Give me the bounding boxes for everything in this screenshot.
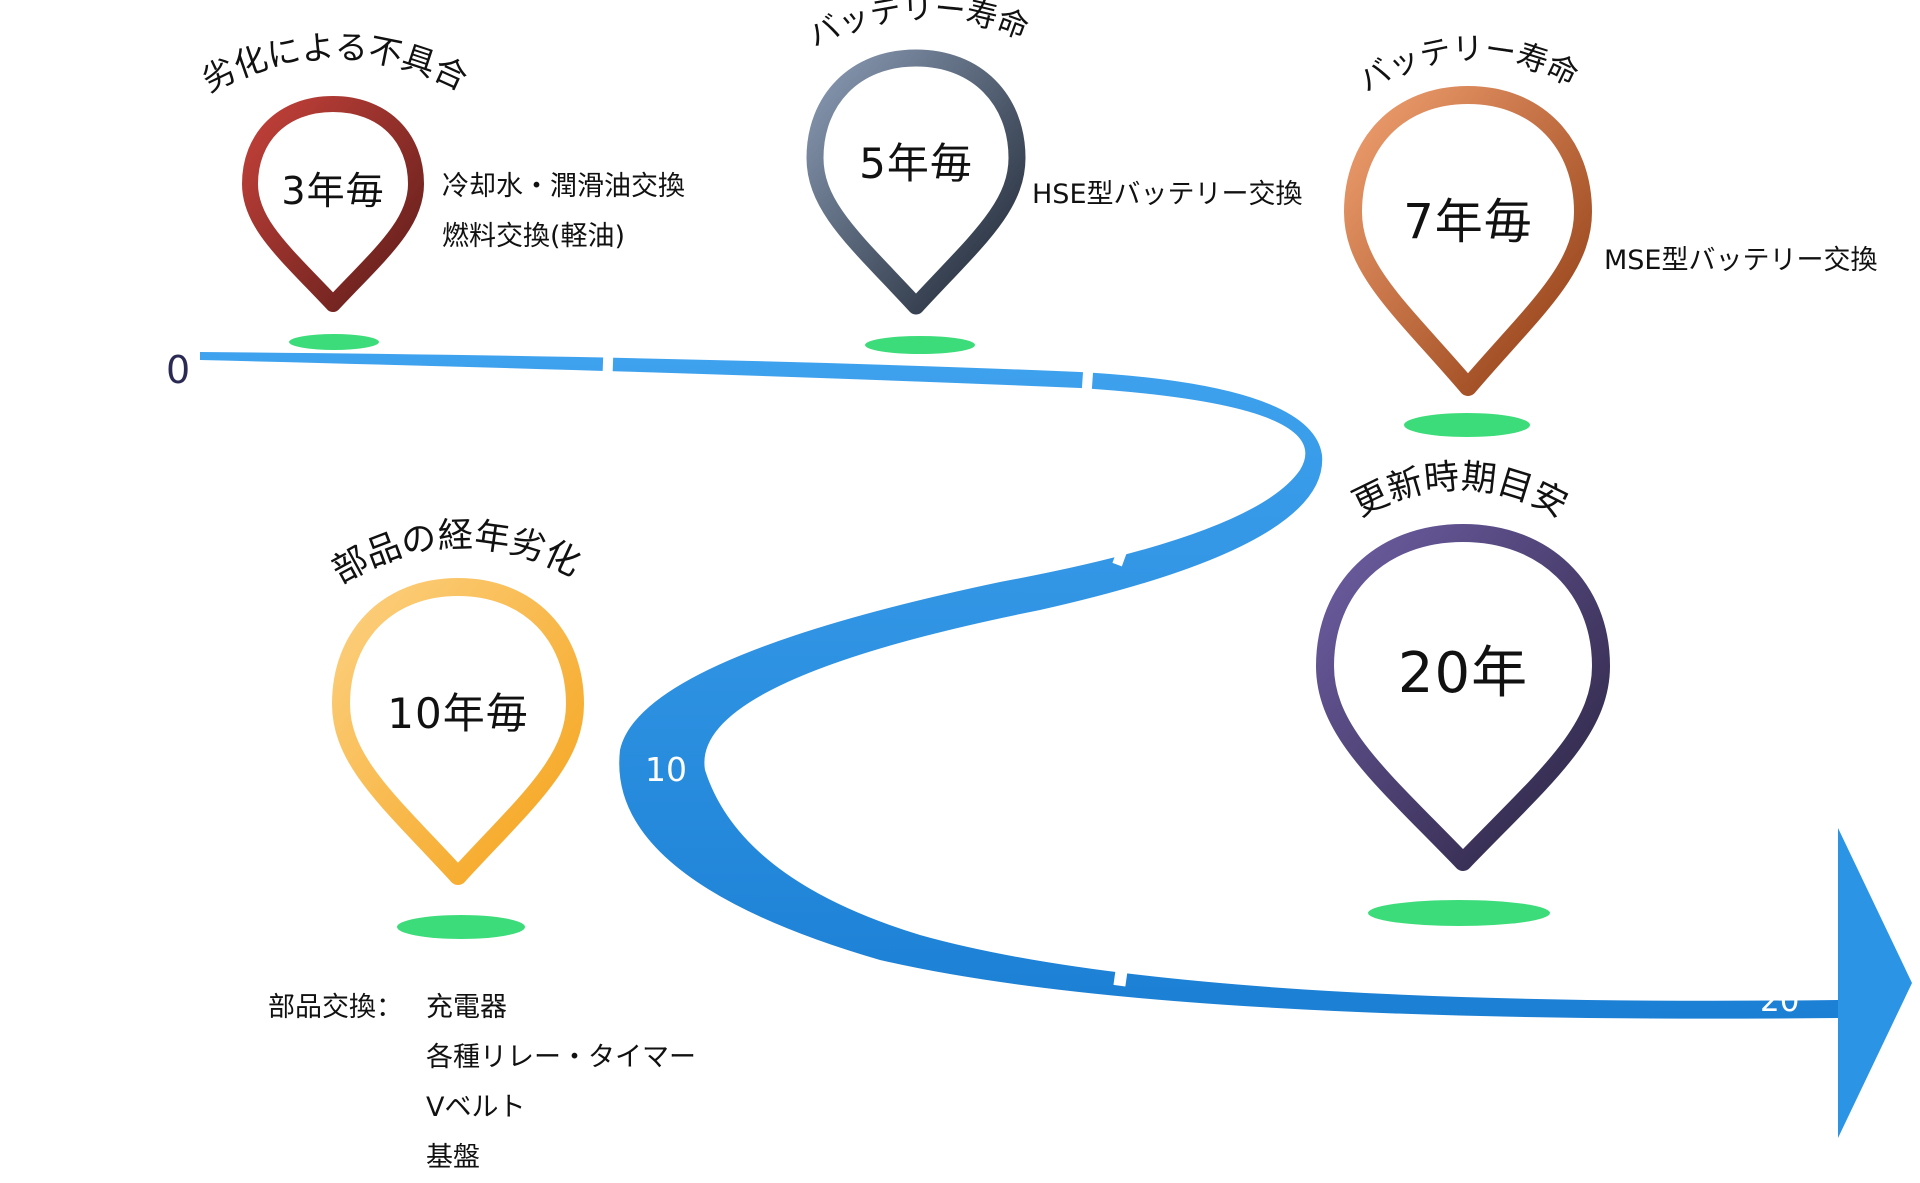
milestone-label-20y: 20年 — [1397, 641, 1529, 706]
road-gap-3 — [1112, 519, 1138, 567]
pin-shadow-7y — [1404, 413, 1530, 437]
pin-shadow-20y — [1368, 900, 1550, 926]
timeline-label-20: 20 — [1760, 983, 1800, 1019]
milestone-details-3y: 冷却水・潤滑油交換 燃料交換(軽油) — [442, 162, 685, 262]
milestone-pin-10y: 10年毎 — [330, 576, 586, 888]
detail-item: Vベルト — [426, 1092, 526, 1123]
milestone-title-5y: バッテリー寿命 — [803, 0, 1034, 55]
timeline-arrow-head — [1838, 828, 1912, 1138]
milestone-label-5y: 5年毎 — [859, 139, 973, 188]
detail-item: 各種リレー・タイマー — [426, 1042, 696, 1073]
milestone-pin-20y: 20年 — [1314, 522, 1612, 874]
pin-shadow-10y — [397, 915, 525, 939]
detail-item: 燃料交換(軽油) — [442, 221, 626, 252]
milestone-label-10y: 10年毎 — [387, 689, 529, 738]
milestone-details-7y: MSE型バッテリー交換 — [1604, 236, 1878, 286]
milestone-title-10y: 部品の経年劣化 — [326, 515, 587, 591]
timeline-label-start: 0 — [166, 348, 191, 392]
milestone-pin-7y: 7年毎 — [1342, 84, 1594, 398]
road-gap-4 — [1113, 919, 1135, 987]
detail-item: 基盤 — [426, 1142, 480, 1173]
road-gap-1 — [602, 349, 614, 375]
milestone-title-7y: バッテリー寿命 — [1353, 31, 1584, 100]
milestone-pin-5y: 5年毎 — [805, 48, 1027, 316]
detail-item: 充電器 — [426, 992, 507, 1023]
milestone-pin-3y: 3年毎 — [240, 94, 426, 314]
milestone-details-10y: 部品交換： 充電器 各種リレー・タイマー Vベルト 基盤 — [268, 983, 696, 1183]
milestone-title-20y: 更新時期目安 — [1346, 457, 1573, 526]
pin-shadow-3y — [289, 334, 379, 350]
milestone-details-5y: HSE型バッテリー交換 — [1032, 170, 1303, 220]
detail-item: 冷却水・潤滑油交換 — [442, 171, 685, 202]
milestone-title-3y: 劣化による不具合 — [196, 27, 474, 100]
detail-item: HSE型バッテリー交換 — [1032, 179, 1303, 210]
timeline-label-10: 10 — [645, 750, 687, 789]
milestone-label-3y: 3年毎 — [281, 169, 385, 213]
detail-heading: 部品交換： — [268, 992, 403, 1023]
pin-ring-3y — [242, 96, 424, 312]
detail-item: MSE型バッテリー交換 — [1604, 245, 1878, 276]
pin-shadow-5y — [865, 336, 975, 354]
road-gap-2 — [1080, 371, 1094, 403]
milestone-label-7y: 7年毎 — [1403, 194, 1533, 250]
